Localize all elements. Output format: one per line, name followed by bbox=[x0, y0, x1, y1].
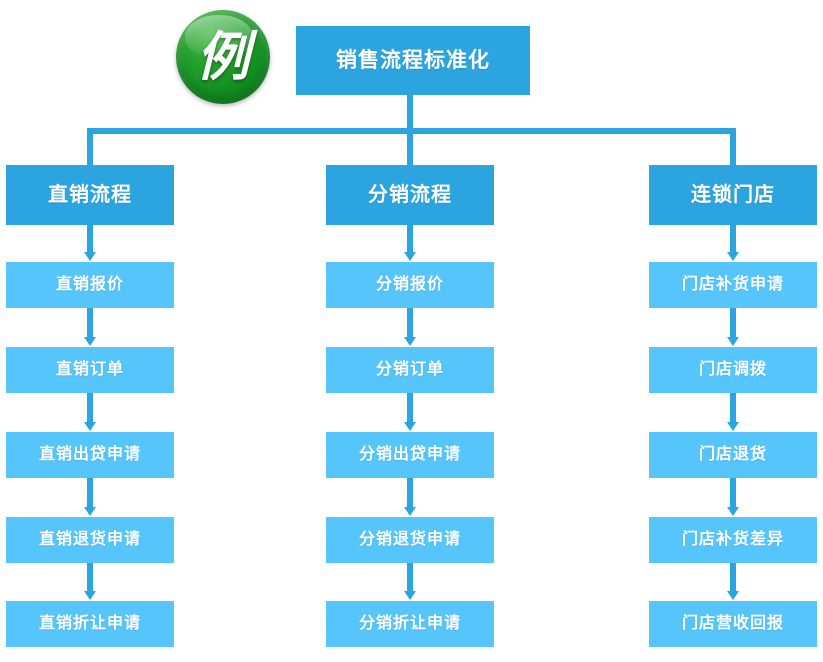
branch-node-3-label: 连锁门店 bbox=[691, 184, 775, 206]
leaf-node-3-1-label: 门店补货申请 bbox=[681, 276, 784, 294]
leaf-node-2-3[interactable]: 分销出贷申请 bbox=[326, 432, 494, 478]
arrow-col2-0 bbox=[400, 225, 420, 262]
branch-node-1-label: 直销流程 bbox=[48, 184, 132, 206]
leaf-node-3-4-label: 门店补货差异 bbox=[681, 531, 784, 549]
leaf-node-1-4[interactable]: 直销退货申请 bbox=[6, 517, 174, 563]
arrow-col2-3 bbox=[400, 478, 420, 517]
arrow-col1-4 bbox=[80, 563, 100, 601]
leaf-node-2-4-label: 分销退货申请 bbox=[358, 531, 461, 549]
leaf-node-3-5-label: 门店营收回报 bbox=[681, 615, 784, 633]
leaf-node-1-4-label: 直销退货申请 bbox=[38, 531, 141, 549]
branch-node-1[interactable]: 直销流程 bbox=[6, 165, 174, 225]
arrow-col2-1 bbox=[400, 308, 420, 347]
branch-node-2[interactable]: 分销流程 bbox=[326, 165, 494, 225]
leaf-node-1-1[interactable]: 直销报价 bbox=[6, 262, 174, 308]
leaf-node-2-1[interactable]: 分销报价 bbox=[326, 262, 494, 308]
arrow-col1-0 bbox=[80, 225, 100, 262]
leaf-node-3-2[interactable]: 门店调拨 bbox=[649, 347, 817, 393]
arrow-col1-2 bbox=[80, 393, 100, 432]
leaf-node-3-2-label: 门店调拨 bbox=[698, 361, 767, 379]
root-node-label: 销售流程标准化 bbox=[336, 48, 490, 72]
arrow-col3-3 bbox=[723, 478, 743, 517]
arrow-col2-4 bbox=[400, 563, 420, 601]
leaf-node-1-5[interactable]: 直销折让申请 bbox=[6, 601, 174, 647]
leaf-node-2-2[interactable]: 分销订单 bbox=[326, 347, 494, 393]
leaf-node-2-3-label: 分销出贷申请 bbox=[358, 446, 461, 464]
leaf-node-2-4[interactable]: 分销退货申请 bbox=[326, 517, 494, 563]
leaf-node-1-5-label: 直销折让申请 bbox=[38, 615, 141, 633]
arrow-col1-1 bbox=[80, 308, 100, 347]
arrow-col3-4 bbox=[723, 563, 743, 601]
branch-drop-connector-3 bbox=[730, 128, 736, 166]
arrow-col3-1 bbox=[723, 308, 743, 347]
arrow-col1-3 bbox=[80, 478, 100, 517]
root-trunk-connector bbox=[407, 95, 413, 129]
example-badge-character: 例 bbox=[196, 27, 250, 87]
arrow-col3-2 bbox=[723, 393, 743, 432]
leaf-node-1-1-label: 直销报价 bbox=[55, 276, 124, 294]
root-node[interactable]: 销售流程标准化 bbox=[296, 26, 530, 95]
arrow-col2-2 bbox=[400, 393, 420, 432]
leaf-node-2-5-label: 分销折让申请 bbox=[358, 615, 461, 633]
leaf-node-3-5[interactable]: 门店营收回报 bbox=[649, 601, 817, 647]
branch-drop-connector-1 bbox=[87, 128, 93, 166]
arrow-col3-0 bbox=[723, 225, 743, 262]
leaf-node-3-3[interactable]: 门店退货 bbox=[649, 432, 817, 478]
leaf-node-2-1-label: 分销报价 bbox=[375, 276, 444, 294]
leaf-node-1-3-label: 直销出贷申请 bbox=[38, 446, 141, 464]
leaf-node-2-5[interactable]: 分销折让申请 bbox=[326, 601, 494, 647]
leaf-node-1-2-label: 直销订单 bbox=[55, 361, 124, 379]
leaf-node-1-2[interactable]: 直销订单 bbox=[6, 347, 174, 393]
leaf-node-3-4[interactable]: 门店补货差异 bbox=[649, 517, 817, 563]
leaf-node-2-2-label: 分销订单 bbox=[375, 361, 444, 379]
branch-drop-connector-2 bbox=[407, 128, 413, 166]
leaf-node-3-3-label: 门店退货 bbox=[698, 446, 767, 464]
leaf-node-3-1[interactable]: 门店补货申请 bbox=[649, 262, 817, 308]
branch-node-2-label: 分销流程 bbox=[368, 184, 452, 206]
example-badge-icon: 例 bbox=[176, 10, 270, 104]
branch-node-3[interactable]: 连锁门店 bbox=[649, 165, 817, 225]
leaf-node-1-3[interactable]: 直销出贷申请 bbox=[6, 432, 174, 478]
